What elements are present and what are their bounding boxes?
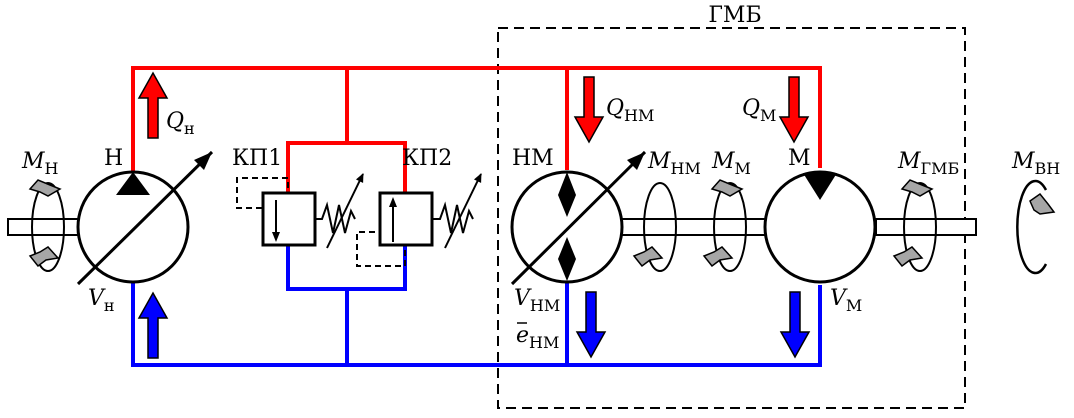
gmb-label: ГМБ — [708, 3, 761, 28]
torque-label-m: MМ — [711, 149, 751, 178]
pump-motor-label: НМ — [512, 146, 554, 171]
volume-label-m: VМ — [830, 286, 862, 315]
motor-m — [763, 170, 877, 284]
flow-arrow-down-hm-return — [575, 291, 607, 359]
volume-label-pump: Vн — [88, 286, 115, 315]
relief-valve-kp1: КП1 — [232, 146, 364, 249]
pressure-lines — [131, 66, 822, 193]
torque-arrows — [28, 179, 1056, 268]
flow-label-m: QМ — [742, 96, 776, 125]
volume-label-hm: VНМ — [514, 286, 560, 315]
flow-label-pump: Qн — [166, 109, 195, 138]
flow-label-hm: QНМ — [606, 96, 654, 125]
kp2-label: КП2 — [402, 146, 452, 171]
pump-label: Н — [104, 146, 123, 171]
kp1-label: КП1 — [232, 146, 282, 171]
motor-label: М — [788, 146, 811, 171]
torque-label-hm: MНМ — [647, 149, 701, 178]
torque-label-external: MВН — [1011, 149, 1060, 178]
flow-arrow-down-m-return — [779, 291, 811, 359]
flow-arrows — [137, 71, 811, 359]
torque-rings — [31, 179, 1048, 275]
flow-arrow-down-hm — [573, 76, 605, 144]
pump-motor-hm — [510, 150, 647, 286]
flow-arrow-up-return — [137, 291, 169, 359]
flow-arrow-down-m — [778, 76, 810, 144]
pump-h — [76, 150, 214, 286]
flow-arrow-up-pump — [137, 71, 169, 139]
relief-valve-kp2: КП2 — [356, 146, 482, 267]
return-lines — [131, 245, 822, 367]
eccentricity-label-hm: eНМ — [516, 323, 559, 352]
torque-label-gmb: MГМБ — [897, 149, 959, 178]
torque-label-pump: MН — [21, 149, 59, 178]
